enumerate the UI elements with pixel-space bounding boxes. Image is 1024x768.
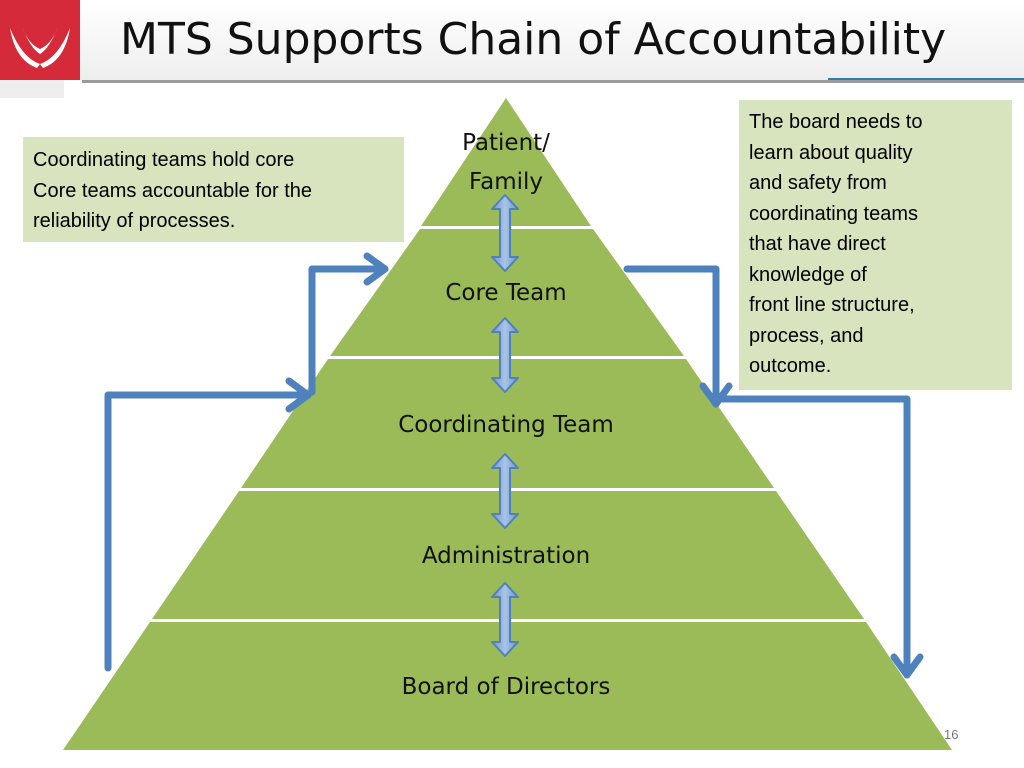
double-arrow-icon [491,194,519,272]
tier-labels: Patient/ Family Core Team Coordinating T… [398,130,614,700]
note-line: that have direct [749,233,886,255]
note-line: outcome. [749,355,832,377]
note-line: learn about quality [749,141,913,164]
arrow-coordinating-to-core [308,265,389,396]
double-arrow-icon [491,453,519,529]
note-line: The board needs to [749,111,923,133]
chevron-logo-icon [0,0,80,80]
chevron-logo-icon-graphic [10,26,70,68]
note-line: process, and [749,324,864,347]
double-arrow-icon [491,582,519,657]
arrow-core-to-coordinating [623,265,720,408]
pyramid-tier-board-of-directors [63,622,952,750]
note-line: and safety from [749,172,887,194]
pyramid-tier-administration [152,491,864,619]
double-arrows [491,194,519,657]
note-line: Coordinating teams hold core [33,149,295,171]
arrow-coordinating-to-board-head-icon [890,653,924,679]
slide-title: MTS Supports Chain of Accountability [120,14,947,65]
header-divider [82,80,1024,83]
note-line: front line structure, [749,294,915,316]
double-arrow-icon [491,317,519,393]
tier-label-core-team: Core Team [445,280,566,306]
arrow-board-to-coordinating [104,391,312,672]
pyramid-tier-patient-family [421,98,591,226]
tier-label-patient-family-line-1: Patient/ [462,130,550,156]
pyramid-tier-coordinating-team [241,359,774,488]
arrow-coordinating-to-core-head-icon [363,252,389,286]
pyramid-tier-core-team [330,229,684,356]
tier-label-administration: Administration [422,543,590,569]
slide-number: 16 [944,727,959,742]
arrow-coordinating-to-board [718,395,911,679]
note-coordinating-teams: Coordinating teams hold core Core teams … [23,137,404,242]
note-line: Core teams accountable for the [33,179,313,202]
pyramid [63,98,952,750]
header-accent-line [828,78,1024,80]
note-line: reliability of processes. [33,210,236,232]
note-board-needs: The board needs to learn about quality a… [739,100,1012,390]
tier-label-patient-family-line-2: Family [469,169,543,195]
arrow-board-to-coordinating-head-icon [285,377,312,413]
arrow-core-to-coordinating-head-icon [699,382,733,408]
note-line: coordinating teams [749,202,918,225]
note-line: knowledge of [749,263,867,286]
tier-label-coordinating-team: Coordinating Team [398,412,614,438]
logo-tab [0,80,64,98]
tier-label-board-of-directors: Board of Directors [402,674,611,700]
flow-arrows [104,252,924,679]
slide-header [0,0,1024,80]
